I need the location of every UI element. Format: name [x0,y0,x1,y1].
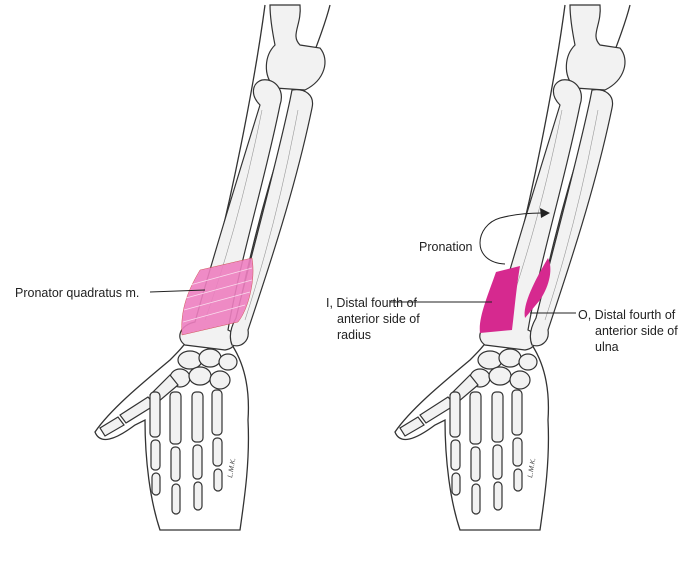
origin-area-ulna [524,258,551,318]
artist-signature: L.M.K. [227,457,237,478]
arrow-head-icon [540,208,550,218]
insertion-area-radius [479,266,520,333]
origin-label-line: anterior side of [595,324,678,338]
muscle-fibers [182,267,253,323]
insertion-label-line: anterior side of [337,312,420,326]
pronation-label: Pronation [419,240,473,254]
insertion-label-line: I, Distal fourth of [326,296,418,310]
insertion-label-line: radius [337,328,372,342]
leader-line-muscle [149,289,206,293]
pronator-quadratus-label: Pronator quadratus m. [15,286,140,300]
origin-label: O, Distal fourth of anterior side of uln… [578,307,678,355]
pronation-arrow [479,212,543,265]
origin-label-line: ulna [595,340,619,354]
origin-label-line: O, Distal fourth of [578,308,676,322]
right-arm [394,4,631,531]
artist-signature: L.M.K. [527,457,537,478]
insertion-label: I, Distal fourth of anterior side of rad… [326,295,420,343]
